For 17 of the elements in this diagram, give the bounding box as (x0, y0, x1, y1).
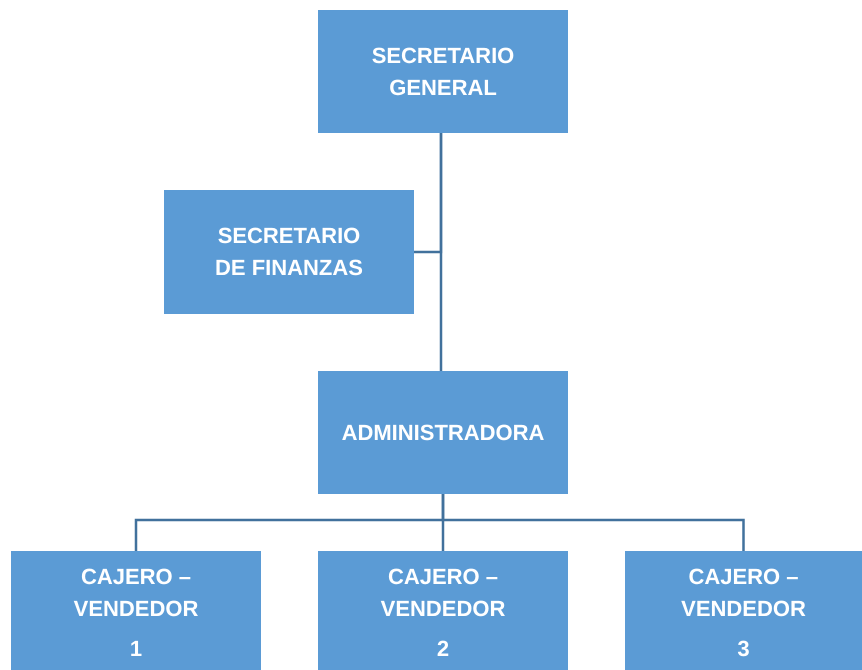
connector-line (440, 133, 442, 371)
connector-line (442, 494, 745, 551)
box-label: ADMINISTRADORA (342, 418, 544, 446)
box-label: CAJERO – VENDEDOR (680, 563, 807, 623)
box-label: 2 (436, 635, 450, 663)
org-box (11, 551, 261, 670)
org-box (318, 371, 568, 494)
box-label: 3 (737, 635, 750, 663)
box-label: CAJERO – VENDEDOR (380, 563, 506, 623)
org-box (318, 551, 568, 670)
org-box (318, 10, 568, 133)
box-label: SECRETARIO DE FINANZAS (214, 222, 364, 282)
org-box (164, 190, 414, 314)
box-label: 1 (130, 635, 142, 663)
org-box (625, 551, 862, 670)
box-label: SECRETARIO GENERAL (370, 42, 516, 102)
box-label: CAJERO – VENDEDOR (72, 563, 200, 623)
